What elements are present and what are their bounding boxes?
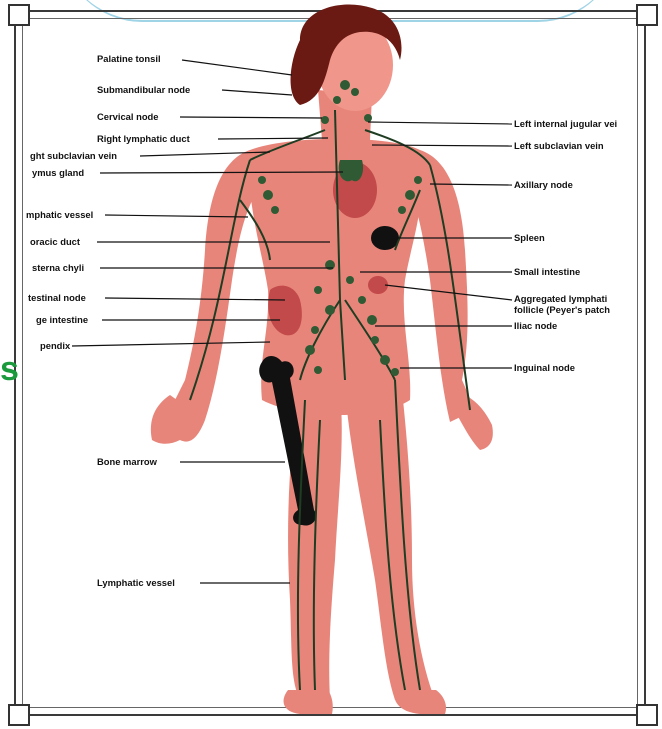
label-palatine-tonsil: Palatine tonsil [97, 53, 161, 64]
label-bone-marrow: Bone marrow [97, 456, 157, 467]
label-left-internal-jugular-vein: Left internal jugular vei [514, 118, 617, 129]
label-thymus-gland: ymus gland [32, 167, 84, 178]
thymus [339, 160, 363, 181]
label-intestinal-node: testinal node [28, 292, 86, 303]
left-foot [394, 690, 446, 714]
label-cervical-node: Cervical node [97, 111, 158, 122]
right-leg [345, 370, 435, 700]
label-right-subclavian-vein: ght subclavian vein [30, 150, 117, 161]
label-thoracic-duct: oracic duct [30, 236, 80, 247]
label-left-subclavian-vein: Left subclavian vein [514, 140, 604, 151]
label-cisterna-chyli: sterna chyli [32, 262, 84, 273]
label-right-lymphatic-duct: Right lymphatic duct [97, 133, 190, 144]
label-peyers-patch: follicle (Peyer's patch [514, 304, 610, 315]
right-foot [284, 690, 333, 714]
label-axillary-node: Axillary node [514, 179, 573, 190]
label-iliac-node: Iliac node [514, 320, 557, 331]
label-aggregated-lymphatic: Aggregated lymphati [514, 293, 607, 304]
label-lymphatic-vessel-leg: Lymphatic vessel [97, 577, 175, 588]
left-hand [452, 395, 493, 450]
label-appendix: pendix [40, 340, 70, 351]
label-small-intestine: Small intestine [514, 266, 580, 277]
label-inguinal-node: Inguinal node [514, 362, 575, 373]
label-large-intestine: ge intestine [36, 314, 88, 325]
label-submandibular-node: Submandibular node [97, 84, 190, 95]
spleen-organ [371, 226, 399, 250]
label-lymphatic-vessel-arm: mphatic vessel [26, 209, 93, 220]
right-arm [170, 150, 258, 420]
label-spleen: Spleen [514, 232, 545, 243]
